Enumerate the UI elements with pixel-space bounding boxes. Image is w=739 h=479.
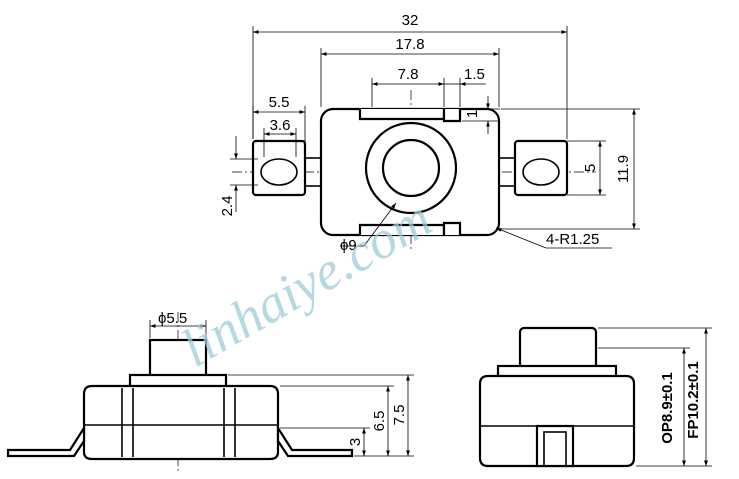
right-tab-hole [522, 158, 560, 186]
dim-corner-radius: 4-R1.25 [546, 231, 599, 248]
left-tab [251, 139, 307, 197]
side-body [478, 374, 636, 468]
watermark-text: linhaiye.com [171, 188, 441, 379]
right-tab [513, 139, 569, 197]
front-button [148, 338, 208, 378]
dim-tab-height: 5 [582, 164, 599, 172]
front-lead-right [276, 424, 354, 458]
dim-body-width: 17.8 [395, 36, 424, 53]
dim-tab-outer: 5.5 [269, 94, 290, 111]
dim-lead-height: 3 [347, 438, 364, 446]
side-view: OP8.9±0.1 FP10.2±0.1 [478, 326, 712, 468]
left-tab-hole [260, 158, 298, 186]
dim-slot-width: 7.8 [398, 66, 419, 83]
dim-overall-width: 32 [402, 12, 419, 29]
dim-notch-width: 1.5 [464, 66, 485, 83]
dim-front-body-height: 6.5 [371, 411, 388, 432]
side-button [518, 326, 598, 370]
dim-body-height: 11.9 [615, 155, 632, 183]
button-inner [381, 138, 441, 198]
top-view: 32 17.8 7.8 1.5 1 5.5 3.6 [219, 12, 640, 254]
dim-free-position: FP10.2±0.1 [685, 361, 702, 438]
dim-tab-inner: 3.6 [270, 117, 291, 134]
dim-notch-depth: 1 [464, 110, 481, 118]
front-body [82, 384, 280, 461]
dim-tab-offset: 2.4 [219, 196, 236, 217]
front-lead-left [6, 424, 86, 458]
dim-total-height: 7.5 [391, 405, 408, 426]
dim-operating-position: OP8.9±0.1 [659, 372, 676, 444]
dim-front-button-diameter: ϕ5.5 [158, 310, 187, 327]
dim-button-diameter: ϕ9 [340, 237, 357, 254]
front-view: ϕ5.5 3 6.5 7.5 [6, 310, 414, 472]
